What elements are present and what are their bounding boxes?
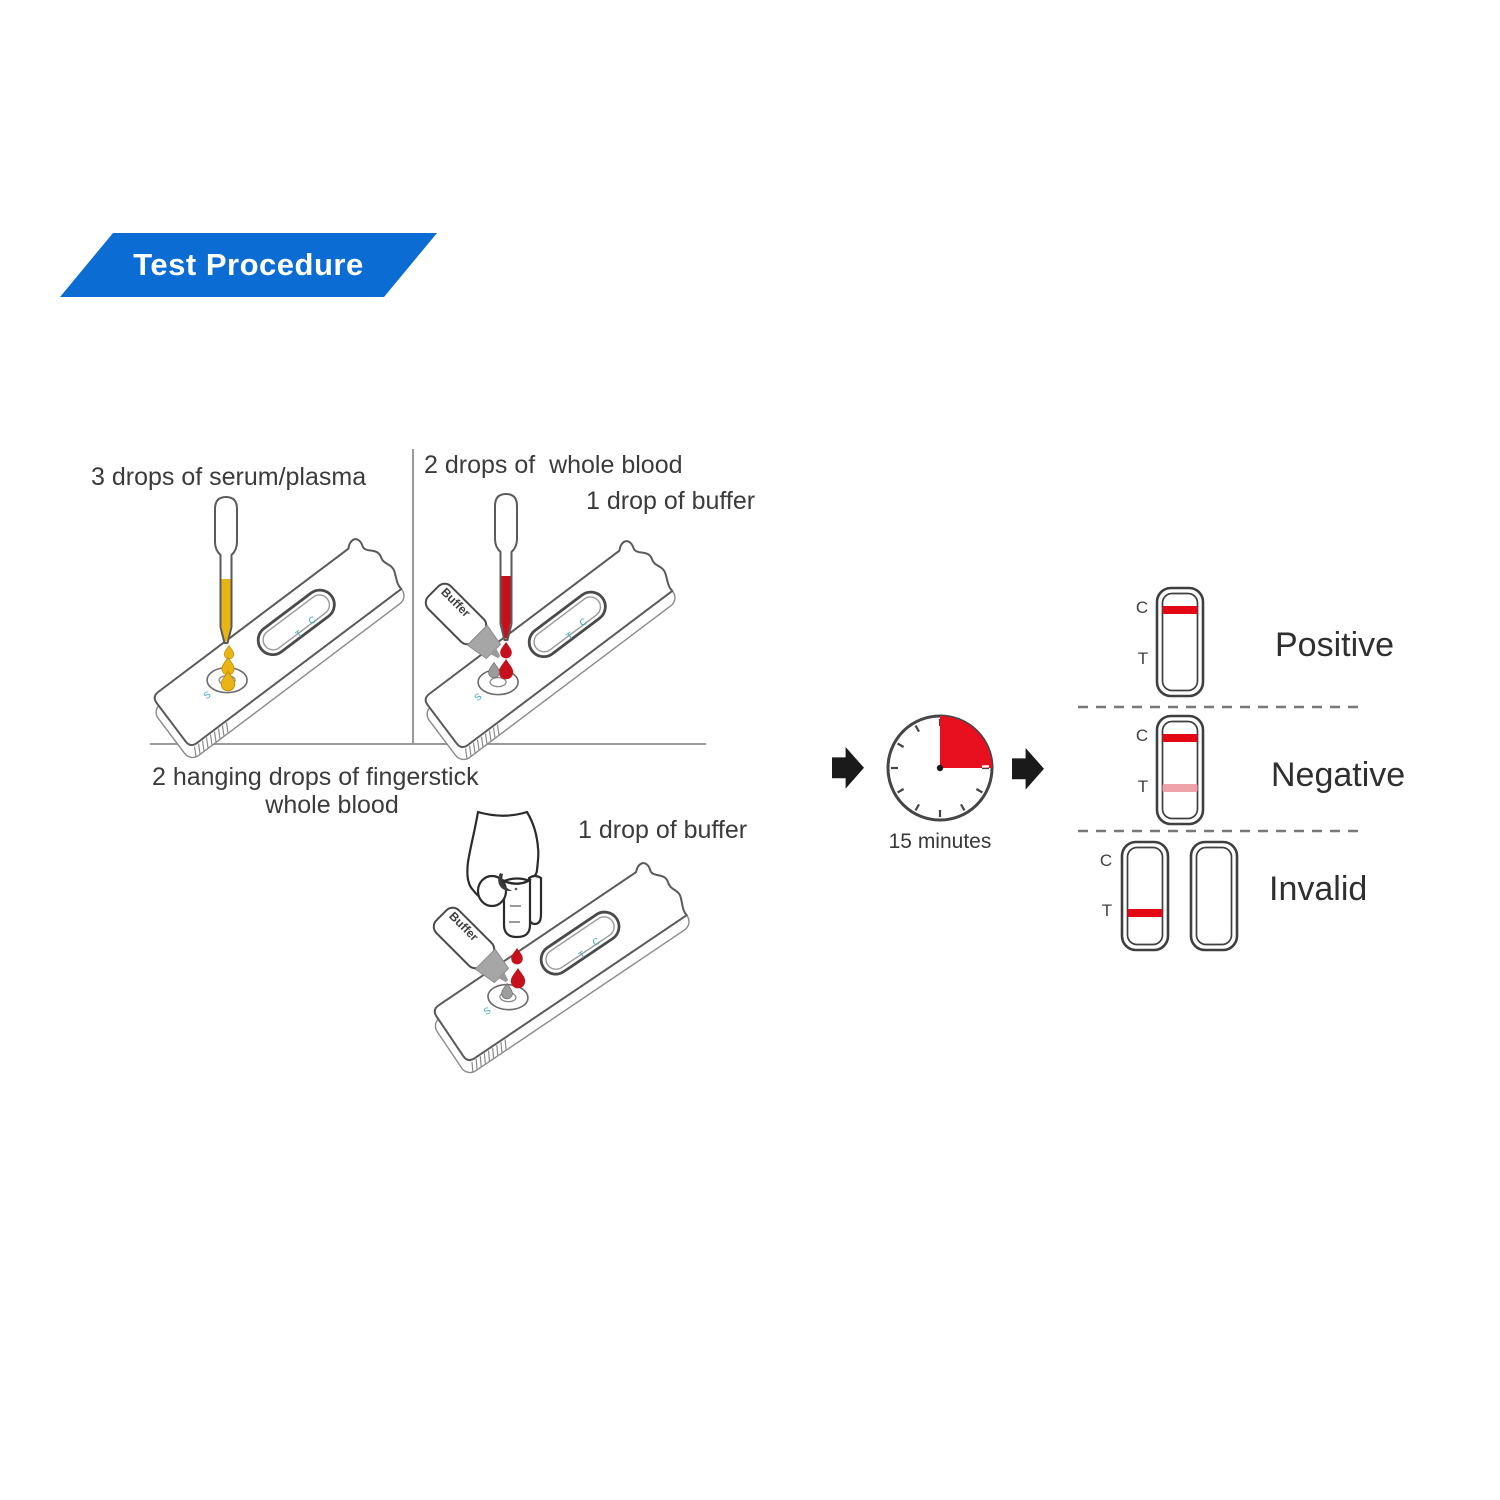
quarter-sector	[940, 716, 992, 768]
flow-arrow-right-icon	[1012, 748, 1044, 790]
invalid-c-label: C	[1099, 851, 1113, 870]
timer-caption: 15 minutes	[888, 830, 992, 853]
strip-invalid-1	[1120, 840, 1170, 952]
serum-dropper	[214, 496, 238, 644]
timer-clock-icon	[886, 714, 994, 822]
serum-step-label: 3 drops of serum/plasma	[91, 463, 367, 491]
invalid-t-label: T	[1101, 901, 1113, 920]
negative-t-band-faint	[1162, 784, 1198, 792]
fingerstick-buffer-note: 1 drop of buffer	[578, 816, 748, 844]
section-title: Test Procedure	[133, 247, 364, 282]
fingerstick-step-label-2: whole blood	[265, 791, 399, 819]
fingerstick-hand	[466, 810, 543, 939]
invalid-t-band	[1127, 909, 1163, 917]
negative-t-label: T	[1137, 777, 1149, 796]
negative-c-band	[1162, 734, 1198, 742]
strip-positive	[1155, 586, 1205, 698]
flow-arrow-left-icon	[832, 747, 864, 789]
strip-invalid-2	[1189, 840, 1239, 952]
positive-c-label: C	[1135, 598, 1149, 617]
fingerstick-cassette	[421, 854, 699, 1078]
fingerstick-step-label-1: 2 hanging drops of fingerstick	[152, 763, 479, 791]
positive-t-label: T	[1137, 649, 1149, 668]
section-banner: Test Procedure	[60, 233, 437, 297]
invalid-result-label: Invalid	[1269, 870, 1368, 908]
strip-negative	[1155, 714, 1205, 826]
whole-blood-buffer-bottle	[421, 579, 512, 670]
serum-cassette	[141, 529, 414, 763]
whole-blood-step-label-2: 1 drop of buffer	[586, 487, 756, 515]
negative-c-label: C	[1135, 726, 1149, 745]
positive-c-band	[1162, 606, 1198, 614]
whole-blood-step-label-1: 2 drops of whole blood	[424, 451, 683, 479]
whole-blood-dropper	[494, 493, 518, 641]
whole-blood-cassette	[412, 531, 685, 765]
positive-result-label: Positive	[1275, 626, 1395, 664]
negative-result-label: Negative	[1271, 756, 1406, 794]
